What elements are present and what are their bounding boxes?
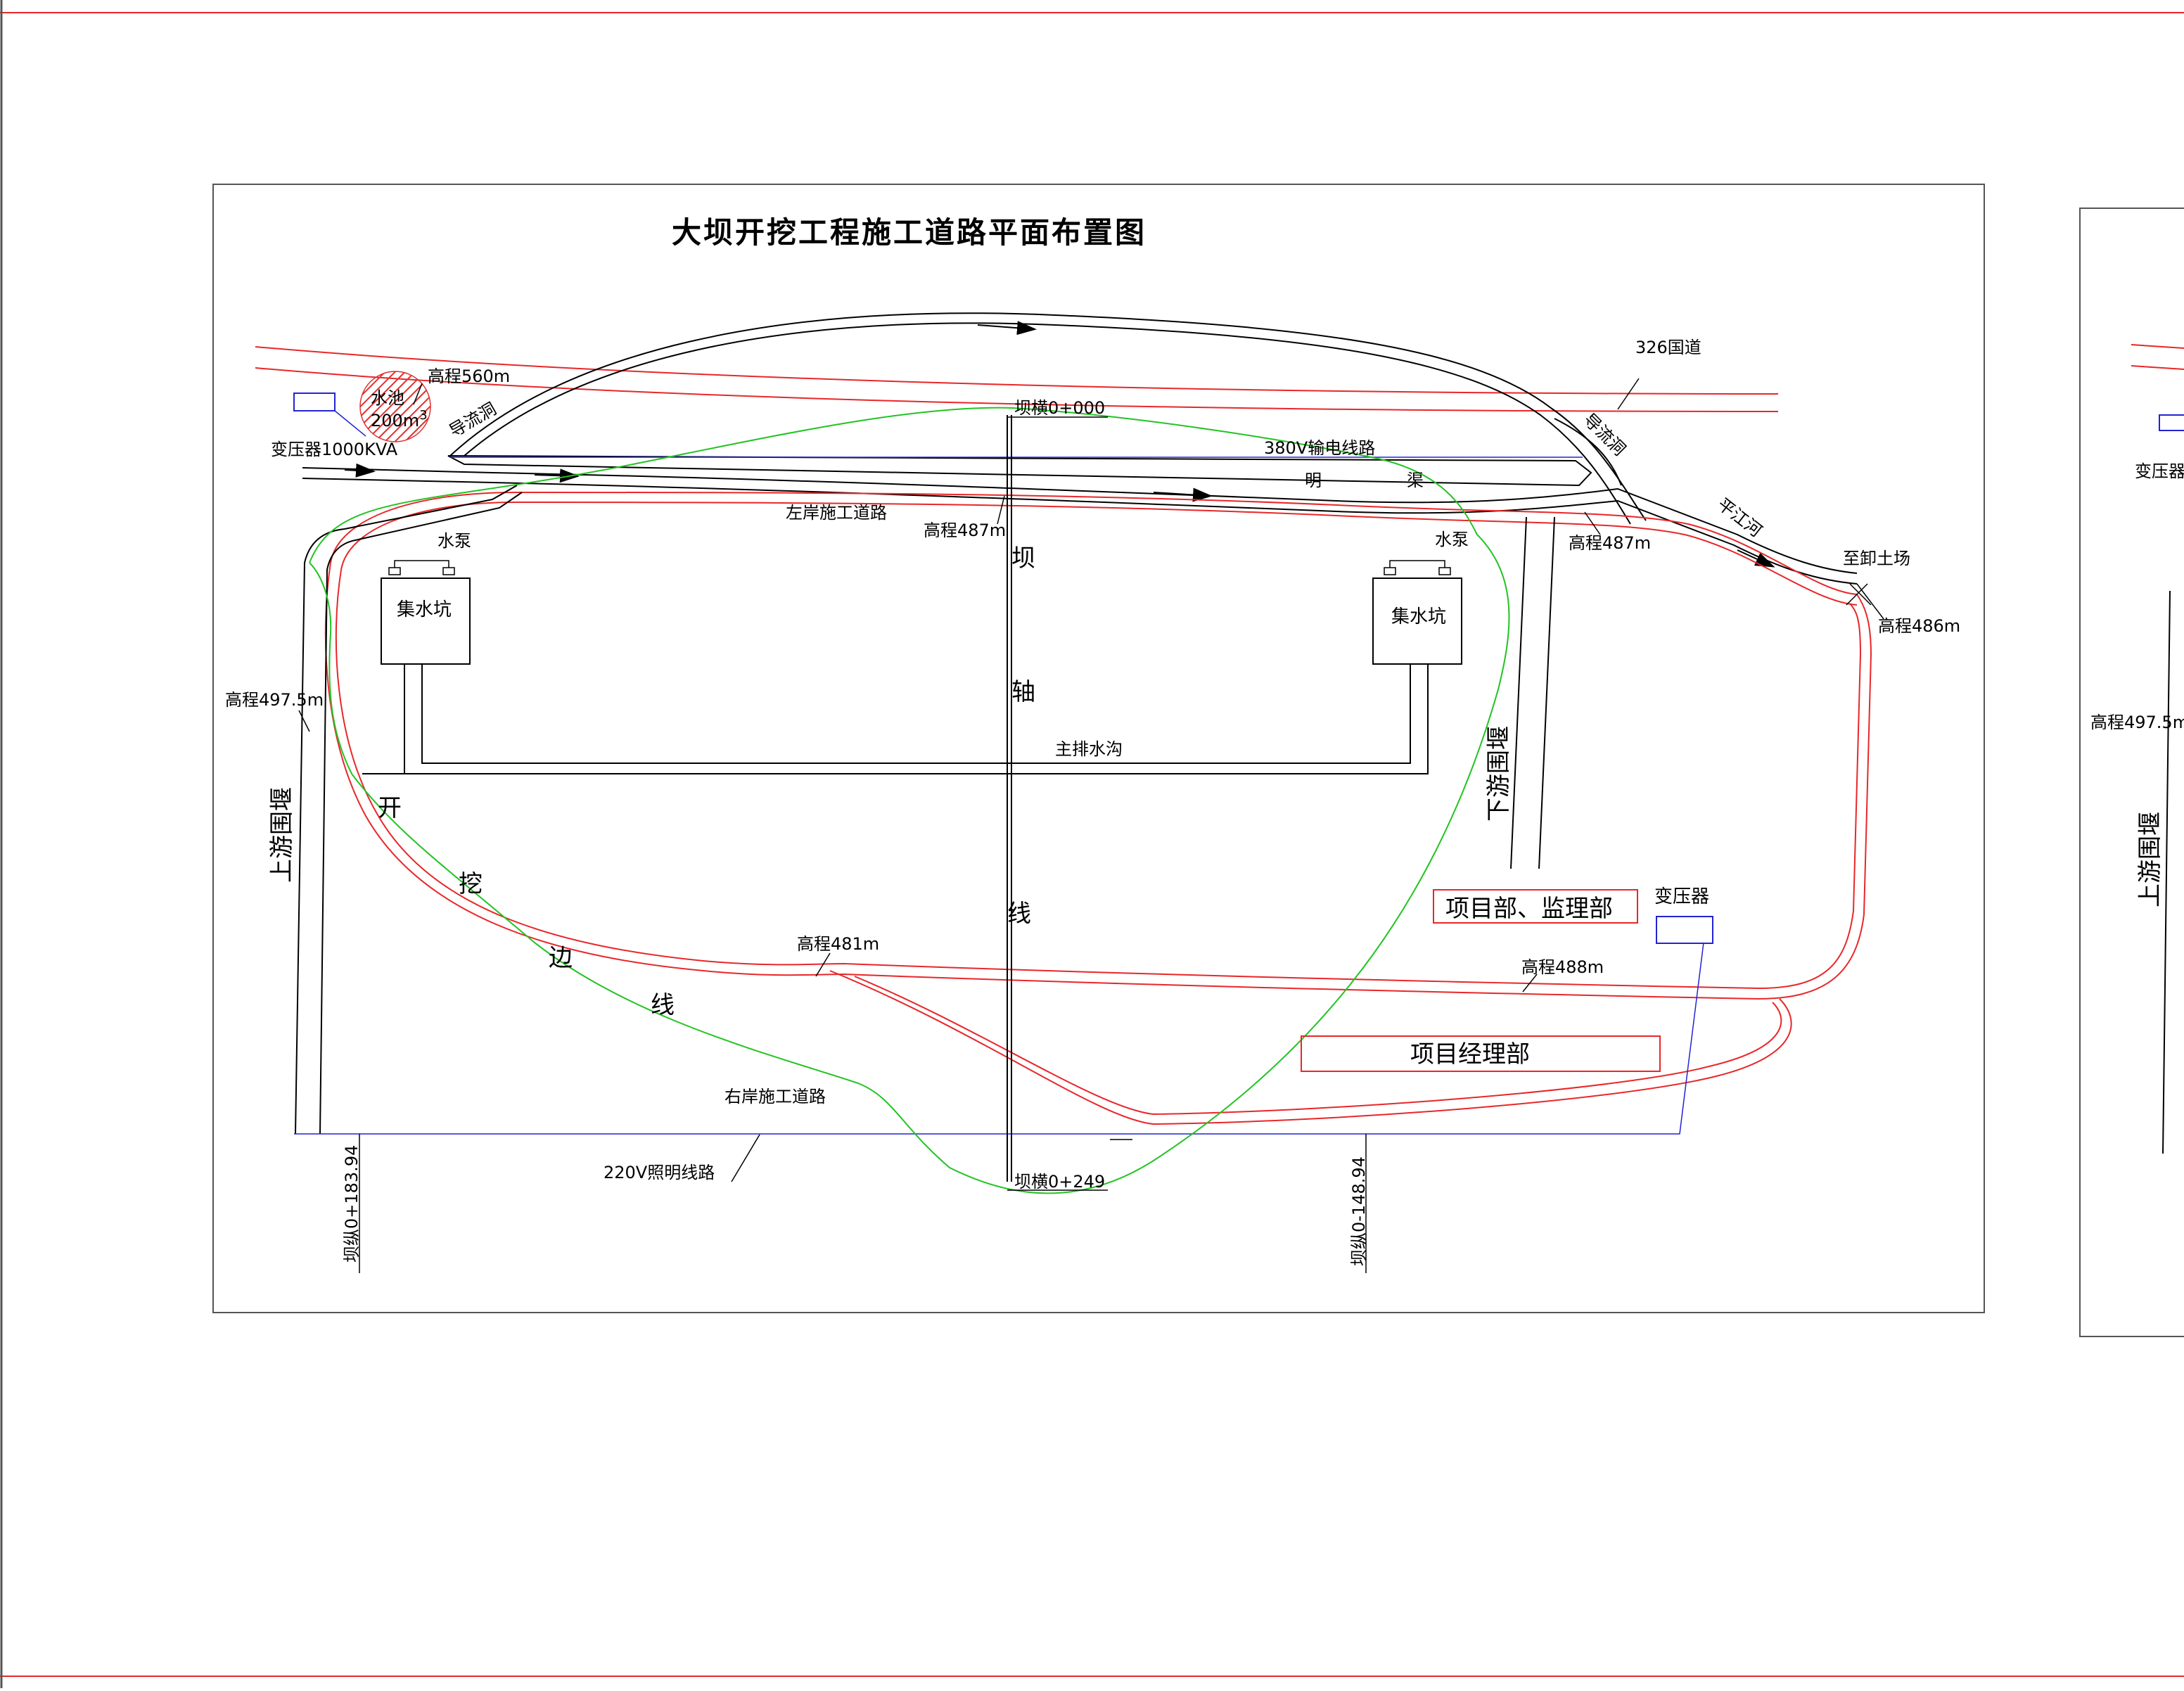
- downstream-cofferdam-label: 下游围堰: [1485, 726, 1513, 822]
- transformer-label: 变压器: [1654, 886, 1709, 907]
- pump-left-b: [442, 567, 455, 575]
- partial-national-road-a: [2131, 344, 2184, 349]
- elev-486-label: 高程486m: [1878, 616, 1960, 636]
- partial-cofferdam-line: [2162, 590, 2171, 1154]
- line-220v: [294, 942, 1704, 1135]
- water-pool-icon: [359, 371, 431, 442]
- line-220v-label: 220V照明线路: [604, 1163, 715, 1182]
- open-channel-label-2: 渠: [1407, 471, 1424, 490]
- transformer-1000-label: 变压器1000KVA: [271, 440, 398, 459]
- line-380v-label: 380V输电线路: [1264, 438, 1375, 458]
- partial-national-road-b: [2131, 365, 2184, 370]
- excavation-edge-char-1: 开: [378, 794, 402, 822]
- pump-right-b: [1438, 567, 1451, 575]
- pingjiang-river-label: 平江河: [1713, 494, 1765, 541]
- drawing-title: 大坝开挖工程施工道路平面布置图: [672, 215, 1147, 250]
- national-road-line-b: [255, 367, 1779, 412]
- sump-right-label: 集水坑: [1391, 606, 1446, 627]
- project-manager-label: 项目经理部: [1410, 1040, 1530, 1068]
- pump-left-a: [388, 567, 401, 575]
- left-bank-road-upper: [516, 492, 1858, 595]
- dam-long-0183-label: 坝纵0+183.94: [342, 1145, 362, 1263]
- diversion-tunnel-loop-inner: [464, 322, 1631, 525]
- to-spoil-area-label: 至卸土场: [1843, 549, 1910, 568]
- partial-elev-label: 高程497.5m: [2090, 713, 2184, 732]
- project-manager-box: [1301, 1035, 1661, 1072]
- pump-right-label: 水泵: [1435, 530, 1469, 549]
- leader-lines: [298, 378, 1884, 1182]
- open-channel-label-1: 明: [1305, 471, 1322, 490]
- project-supervision-label: 项目部、监理部: [1445, 895, 1613, 923]
- upstream-cofferdam-outer: [295, 485, 518, 1135]
- project-supervision-box: [1433, 889, 1638, 924]
- elev-560-label: 高程560m: [428, 366, 510, 386]
- pump-left-pipe: [394, 560, 449, 568]
- sump-right-box: [1372, 578, 1462, 665]
- transformer-1000-link: [334, 410, 366, 437]
- channel-upper-curve: [1554, 418, 1622, 486]
- partial-transformer-label: 变压器: [2135, 461, 2184, 481]
- upstream-cofferdam-inner: [319, 492, 523, 1135]
- partial-cofferdam-label: 上游围堰: [2136, 812, 2164, 907]
- dam-axis-char-2: 轴: [1011, 678, 1035, 706]
- pool-name-label: 水池: [371, 388, 404, 408]
- open-channel-bottom: [302, 478, 1858, 585]
- national-road-line-a: [255, 346, 1779, 395]
- national-road-label: 326国道: [1635, 338, 1701, 357]
- drawing-frame: [212, 184, 1985, 1313]
- upstream-cofferdam-label: 上游围堰: [268, 787, 296, 883]
- left-bank-road-label: 左岸施工道路: [786, 503, 887, 523]
- elev-488-label: 高程488m: [1521, 957, 1604, 977]
- flow-arrow-5: [1737, 549, 1775, 568]
- dam-long-0148-label: 坝纵0-148.94: [1349, 1156, 1369, 1266]
- diversion-tunnel-right-label: 导流洞: [1580, 409, 1630, 459]
- sump-left-label: 集水坑: [397, 599, 452, 620]
- elev-497-5-label: 高程497.5m: [225, 690, 324, 710]
- elev-487-left-label: 高程487m: [924, 521, 1006, 540]
- excavation-edge-char-2: 挖: [459, 870, 483, 898]
- pump-right-a: [1384, 567, 1396, 575]
- flow-arrow-2: [344, 463, 376, 478]
- right-bank-road-inner: [854, 976, 1782, 1116]
- main-drain-label: 主排水沟: [1055, 739, 1123, 759]
- downstream-cofferdam-left: [1510, 516, 1527, 869]
- dam-station-0249-label: 坝横0+249: [1014, 1172, 1105, 1192]
- downstream-cofferdam-right: [1538, 516, 1555, 869]
- elev-481-label: 高程481m: [797, 934, 879, 954]
- flow-arrow-4: [1153, 487, 1213, 502]
- elev-487-right-label: 高程487m: [1569, 533, 1651, 553]
- partial-transformer-box: [2159, 414, 2184, 431]
- excavation-road-loop-inner: [335, 502, 1862, 990]
- transformer-box: [1656, 916, 1713, 944]
- excavation-edge-char-4: 线: [651, 991, 675, 1019]
- transformer-1000-box: [293, 393, 336, 411]
- dam-axis-char-1: 坝: [1011, 544, 1035, 573]
- main-drain-outer: [362, 664, 1429, 774]
- partial-sheet-frame: [2079, 208, 2184, 1337]
- flow-arrow-1: [977, 321, 1037, 336]
- pump-left-label: 水泵: [438, 531, 471, 551]
- right-bank-road-outer: [829, 970, 1792, 1125]
- diversion-tunnel-loop-outer: [449, 312, 1647, 521]
- right-bank-road-label: 右岸施工道路: [724, 1087, 826, 1106]
- diversion-tunnel-wedge: [447, 455, 1592, 487]
- pool-volume-label: 200m3: [371, 408, 428, 430]
- left-bank-road-lower: [516, 502, 1858, 606]
- open-channel-top: [302, 467, 1858, 574]
- excavation-edge-line: [309, 407, 1510, 1194]
- sump-left-box: [381, 578, 471, 665]
- dam-axis-char-3: 线: [1007, 900, 1031, 928]
- dam-station-0000-label: 坝横0+000: [1014, 398, 1105, 418]
- excavation-edge-char-3: 边: [549, 944, 573, 972]
- pump-right-pipe: [1389, 560, 1445, 568]
